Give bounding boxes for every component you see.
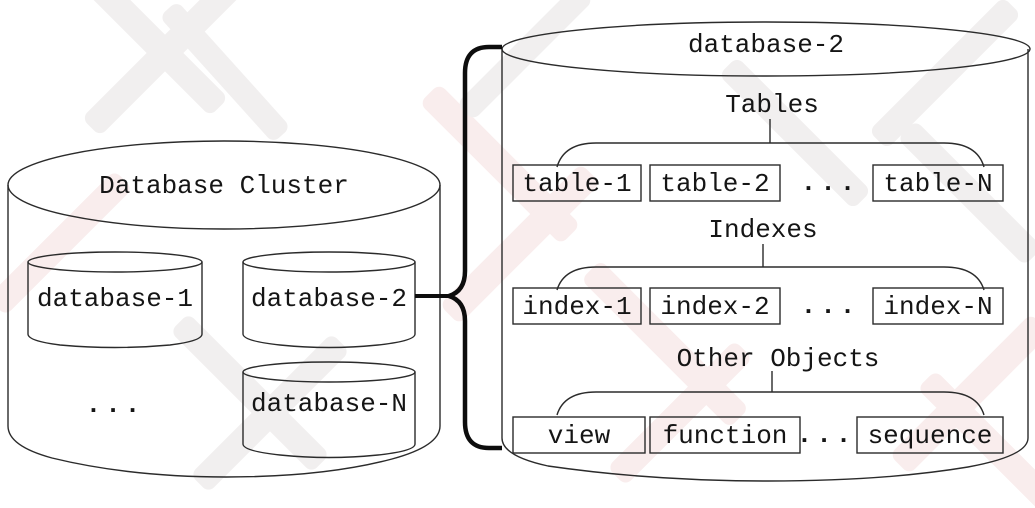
database-1-label: database-1 <box>37 284 193 314</box>
table-1-label: table-1 <box>522 169 631 199</box>
function-box <box>649 416 801 454</box>
other-objects-bracket <box>556 391 985 416</box>
other-objects-ellipsis: ... <box>797 420 856 450</box>
detail-title: database-2 <box>688 30 844 60</box>
view-label: view <box>548 421 611 451</box>
database-1-cylinder-body <box>27 262 203 349</box>
database-2-cylinder-body <box>242 262 416 349</box>
index-n-label: index-N <box>883 292 992 322</box>
database-n-cylinder-top <box>242 361 416 383</box>
detail-cylinder-body <box>501 49 1029 482</box>
table-n-box <box>872 164 1004 202</box>
table-2-label: table-2 <box>660 169 769 199</box>
cluster-cylinder-body <box>7 185 441 478</box>
tables-ellipsis: ... <box>801 168 860 198</box>
index-1-label: index-1 <box>522 292 631 322</box>
indexes-ellipsis: ... <box>801 291 860 321</box>
database-2-cylinder-top <box>242 251 416 273</box>
database-n-label: database-N <box>251 389 407 419</box>
function-label: function <box>663 421 788 451</box>
database-1-cylinder-top <box>27 251 203 273</box>
sequence-box <box>856 416 1004 454</box>
cluster-cylinder-top <box>7 140 441 230</box>
index-n-box <box>872 287 1004 325</box>
indexes-bracket <box>556 266 985 291</box>
table-2-box <box>649 164 781 202</box>
tables-section-label: Tables <box>725 90 819 120</box>
expansion-brace <box>441 44 502 451</box>
table-1-box <box>512 164 642 202</box>
database-2-label: database-2 <box>251 284 407 314</box>
other-objects-section-label: Other Objects <box>677 344 880 374</box>
cluster-ellipsis: ... <box>86 390 145 420</box>
database-n-cylinder-body <box>242 372 416 459</box>
table-n-label: table-N <box>883 169 992 199</box>
index-2-label: index-2 <box>660 292 769 322</box>
cluster-title: Database Cluster <box>99 171 349 201</box>
tables-bracket <box>556 142 985 168</box>
view-box <box>512 416 646 454</box>
indexes-section-label: Indexes <box>708 215 817 245</box>
index-2-box <box>649 287 781 325</box>
sequence-label: sequence <box>868 421 993 451</box>
index-1-box <box>512 287 642 325</box>
